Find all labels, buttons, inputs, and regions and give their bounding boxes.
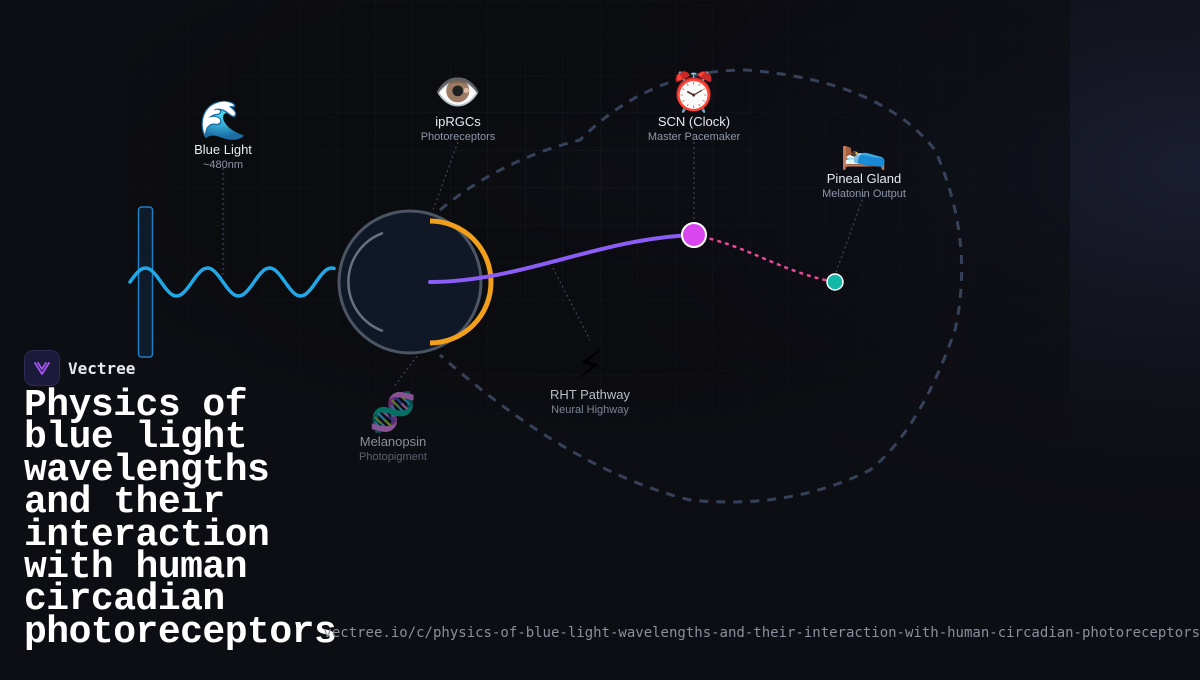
node-melanopsin: 🧬 Melanopsin Photopigment xyxy=(359,390,427,464)
vectree-logo-icon xyxy=(24,350,60,386)
node-label: Blue Light xyxy=(194,142,252,157)
brand: Vectree xyxy=(24,350,135,386)
leader-pineal xyxy=(834,194,865,276)
lightning-icon: ⚡ xyxy=(576,343,604,387)
node-label: Melanopsin xyxy=(359,434,427,449)
eye-globe xyxy=(337,209,483,355)
leader-rht xyxy=(552,267,591,341)
node-scn: ⏰ SCN (Clock) Master Pacemaker xyxy=(648,70,740,144)
dna-icon: 🧬 xyxy=(369,390,417,434)
blue-light-wave xyxy=(128,266,336,298)
node-sublabel: Master Pacemaker xyxy=(647,131,741,143)
page-title: Physics of blue light wavelengths and th… xyxy=(24,384,337,654)
page-url[interactable]: vectree.io/c/physics-of-blue-light-wavel… xyxy=(323,625,1200,641)
bed-icon: 🛌 xyxy=(840,127,888,171)
feedback-loop-path xyxy=(439,68,964,504)
pineal-node-dot xyxy=(826,273,844,291)
melatonin-signal-path xyxy=(693,233,836,284)
node-label: RHT Pathway xyxy=(550,387,630,402)
node-sublabel: Photopigment xyxy=(359,451,427,463)
node-pineal-gland: 🛌 Pineal Gland Melatonin Output xyxy=(822,127,906,201)
retina-arc xyxy=(429,218,494,346)
leader-iprgcs xyxy=(432,141,459,211)
optic-nerve-path xyxy=(428,233,696,284)
node-sublabel: ~480nm xyxy=(202,159,244,171)
alarm-clock-icon: ⏰ xyxy=(670,70,718,114)
scn-node-dot xyxy=(681,222,707,248)
wave-icon: 🌊 xyxy=(199,98,247,142)
brand-name: Vectree xyxy=(68,358,136,378)
node-iprgcs: 👁️ ipRGCs Photoreceptors xyxy=(421,70,496,144)
node-sublabel: Melatonin Output xyxy=(822,188,906,200)
node-sublabel: Neural Highway xyxy=(551,404,629,416)
node-label: ipRGCs xyxy=(435,114,481,129)
node-label: SCN (Clock) xyxy=(657,114,731,129)
node-rht-pathway: ⚡ RHT Pathway Neural Highway xyxy=(550,343,630,417)
node-sublabel: Photoreceptors xyxy=(420,131,496,143)
node-label: Pineal Gland xyxy=(826,171,902,186)
node-blue-light: 🌊 Blue Light ~480nm xyxy=(194,98,252,172)
light-source-bar xyxy=(137,206,154,358)
eye-lens xyxy=(347,231,384,333)
eye-icon: 👁️ xyxy=(434,70,482,114)
